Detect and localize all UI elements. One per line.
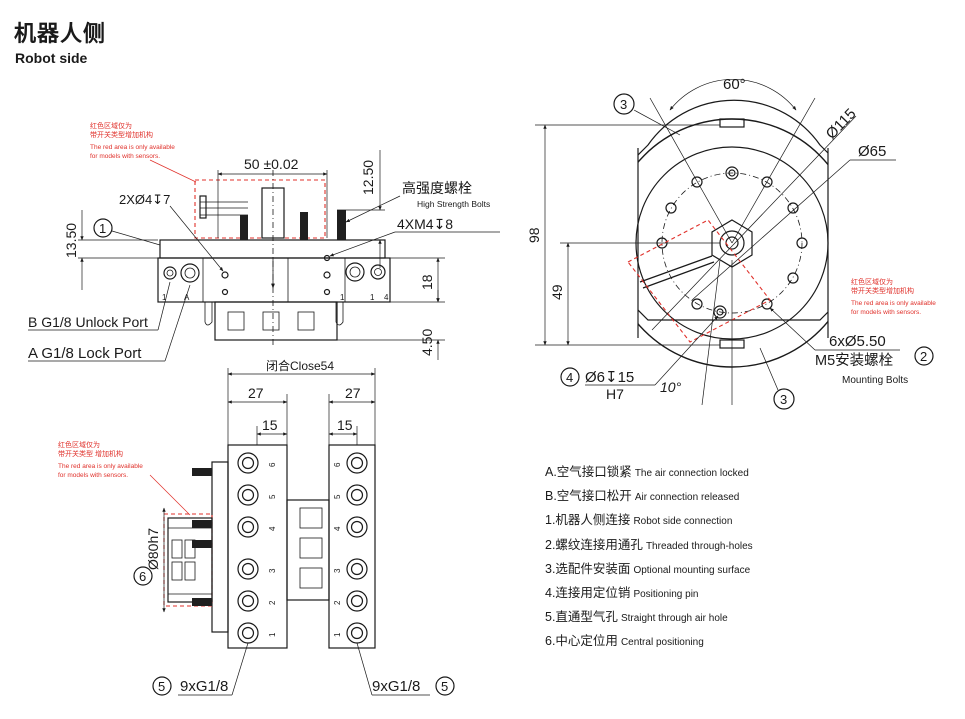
dim-12-50: 12.50 [360, 160, 376, 195]
svg-text:for models with sensors.: for models with sensors. [851, 309, 921, 316]
dim-49: 49 [549, 284, 565, 300]
callout-4: 4 [566, 370, 573, 385]
dim-98: 98 [526, 227, 542, 243]
svg-text:1: 1 [268, 632, 277, 637]
svg-text:The red area is only available: The red area is only available [90, 144, 175, 151]
sensor-area-outline [194, 179, 326, 239]
svg-text:for models with sensors.: for models with sensors. [90, 153, 160, 160]
top-plate [159, 239, 386, 259]
svg-text:2: 2 [268, 600, 277, 605]
dim-4-50: 4.50 [419, 329, 435, 356]
svg-text:4: 4 [268, 526, 277, 531]
svg-text:4: 4 [333, 526, 342, 531]
right-ports: 6 5 4 3 2 1 [333, 452, 368, 644]
label-b-port: B G1/8 Unlock Port [28, 314, 148, 330]
dim-close-54: 闭合Close54 [266, 358, 334, 373]
red-note-zh1: 红色区域仅为 [90, 121, 132, 130]
dim-65: Ø65 [858, 143, 886, 160]
callout-1: 1 [99, 221, 106, 236]
callout-6: 6 [139, 569, 146, 584]
label-m4: 4XM4↧8 [397, 216, 453, 232]
dim-80h7: Ø80h7 [145, 528, 161, 570]
svg-text:2: 2 [333, 600, 342, 605]
front-view: 60° Ø115 Ø65 98 49 3 6xØ5.50 M5安装螺栓 Moun… [526, 76, 936, 410]
page-subtitle: Robot side [15, 50, 88, 66]
label-9xg18-left: 9xG1/8 [180, 678, 228, 695]
dim-60-deg: 60° [723, 76, 746, 93]
label-pin: Ø6↧15 [585, 369, 634, 386]
svg-text:1: 1 [333, 632, 342, 637]
bolt-holes [656, 166, 808, 319]
page-title: 机器人侧 [14, 22, 107, 47]
dim-27-left: 27 [248, 385, 264, 401]
label-m5-en: Mounting Bolts [842, 375, 908, 386]
svg-text:1: 1 [370, 293, 375, 302]
svg-text:6: 6 [333, 462, 342, 467]
callout-3-bottom: 3 [780, 392, 787, 407]
callout-5-right: 5 [441, 679, 448, 694]
side-view: 50 ±0.02 12.50 13.50 18 4.50 2XØ4↧7 高强度螺… [28, 121, 500, 362]
label-m5-zh: M5安装螺栓 [815, 352, 894, 369]
svg-text:带开关类型增加机构: 带开关类型增加机构 [90, 130, 153, 139]
label-h7: H7 [606, 386, 624, 402]
svg-text:1: 1 [340, 293, 345, 302]
label-a-port: A G1/8 Lock Port [28, 345, 142, 362]
red-note-bottom-zh1: 红色区域仅为 [58, 440, 100, 449]
svg-text:6: 6 [268, 462, 277, 467]
svg-text:for models with sensors.: for models with sensors. [58, 472, 128, 479]
dim-15-left: 15 [262, 417, 278, 433]
svg-text:A: A [184, 293, 190, 302]
svg-text:5: 5 [333, 494, 342, 499]
label-2x-hole: 2XØ4↧7 [119, 192, 170, 207]
left-port-block [227, 444, 288, 649]
label-bolts-en: High Strength Bolts [417, 199, 490, 209]
dim-6x-5-50: 6xØ5.50 [829, 333, 886, 350]
dim-13-50: 13.50 [63, 223, 79, 258]
svg-text:4: 4 [384, 293, 389, 302]
bottom-views: 闭合Close54 27 15 6 5 4 3 2 1 [58, 358, 455, 696]
dim-27-right: 27 [345, 385, 361, 401]
svg-text:The red area is only available: The red area is only available [58, 463, 143, 470]
svg-text:1: 1 [162, 293, 167, 302]
right-port-block [328, 444, 376, 649]
svg-text:3: 3 [268, 568, 277, 573]
svg-text:3: 3 [333, 568, 342, 573]
callout-3-top: 3 [620, 97, 627, 112]
svg-text:The red area is only available: The red area is only available [851, 300, 936, 307]
dim-50: 50 ±0.02 [244, 156, 299, 172]
callout-5-left: 5 [158, 679, 165, 694]
dim-18: 18 [419, 274, 435, 290]
label-bolts-zh: 高强度螺栓 [402, 180, 472, 196]
svg-text:带开关类型 增加机构: 带开关类型 增加机构 [58, 449, 123, 458]
dim-115: Ø115 [823, 105, 860, 142]
callout-2: 2 [920, 349, 927, 364]
svg-text:带开关类型增加机构: 带开关类型增加机构 [851, 286, 914, 295]
label-9xg18-right: 9xG1/8 [372, 678, 420, 695]
dim-15-right: 15 [337, 417, 353, 433]
red-note-right-zh1: 红色区域仅为 [851, 277, 893, 286]
dim-10-deg: 10° [660, 379, 682, 395]
svg-text:5: 5 [268, 494, 277, 499]
left-ports: 6 5 4 3 2 1 [237, 452, 277, 644]
